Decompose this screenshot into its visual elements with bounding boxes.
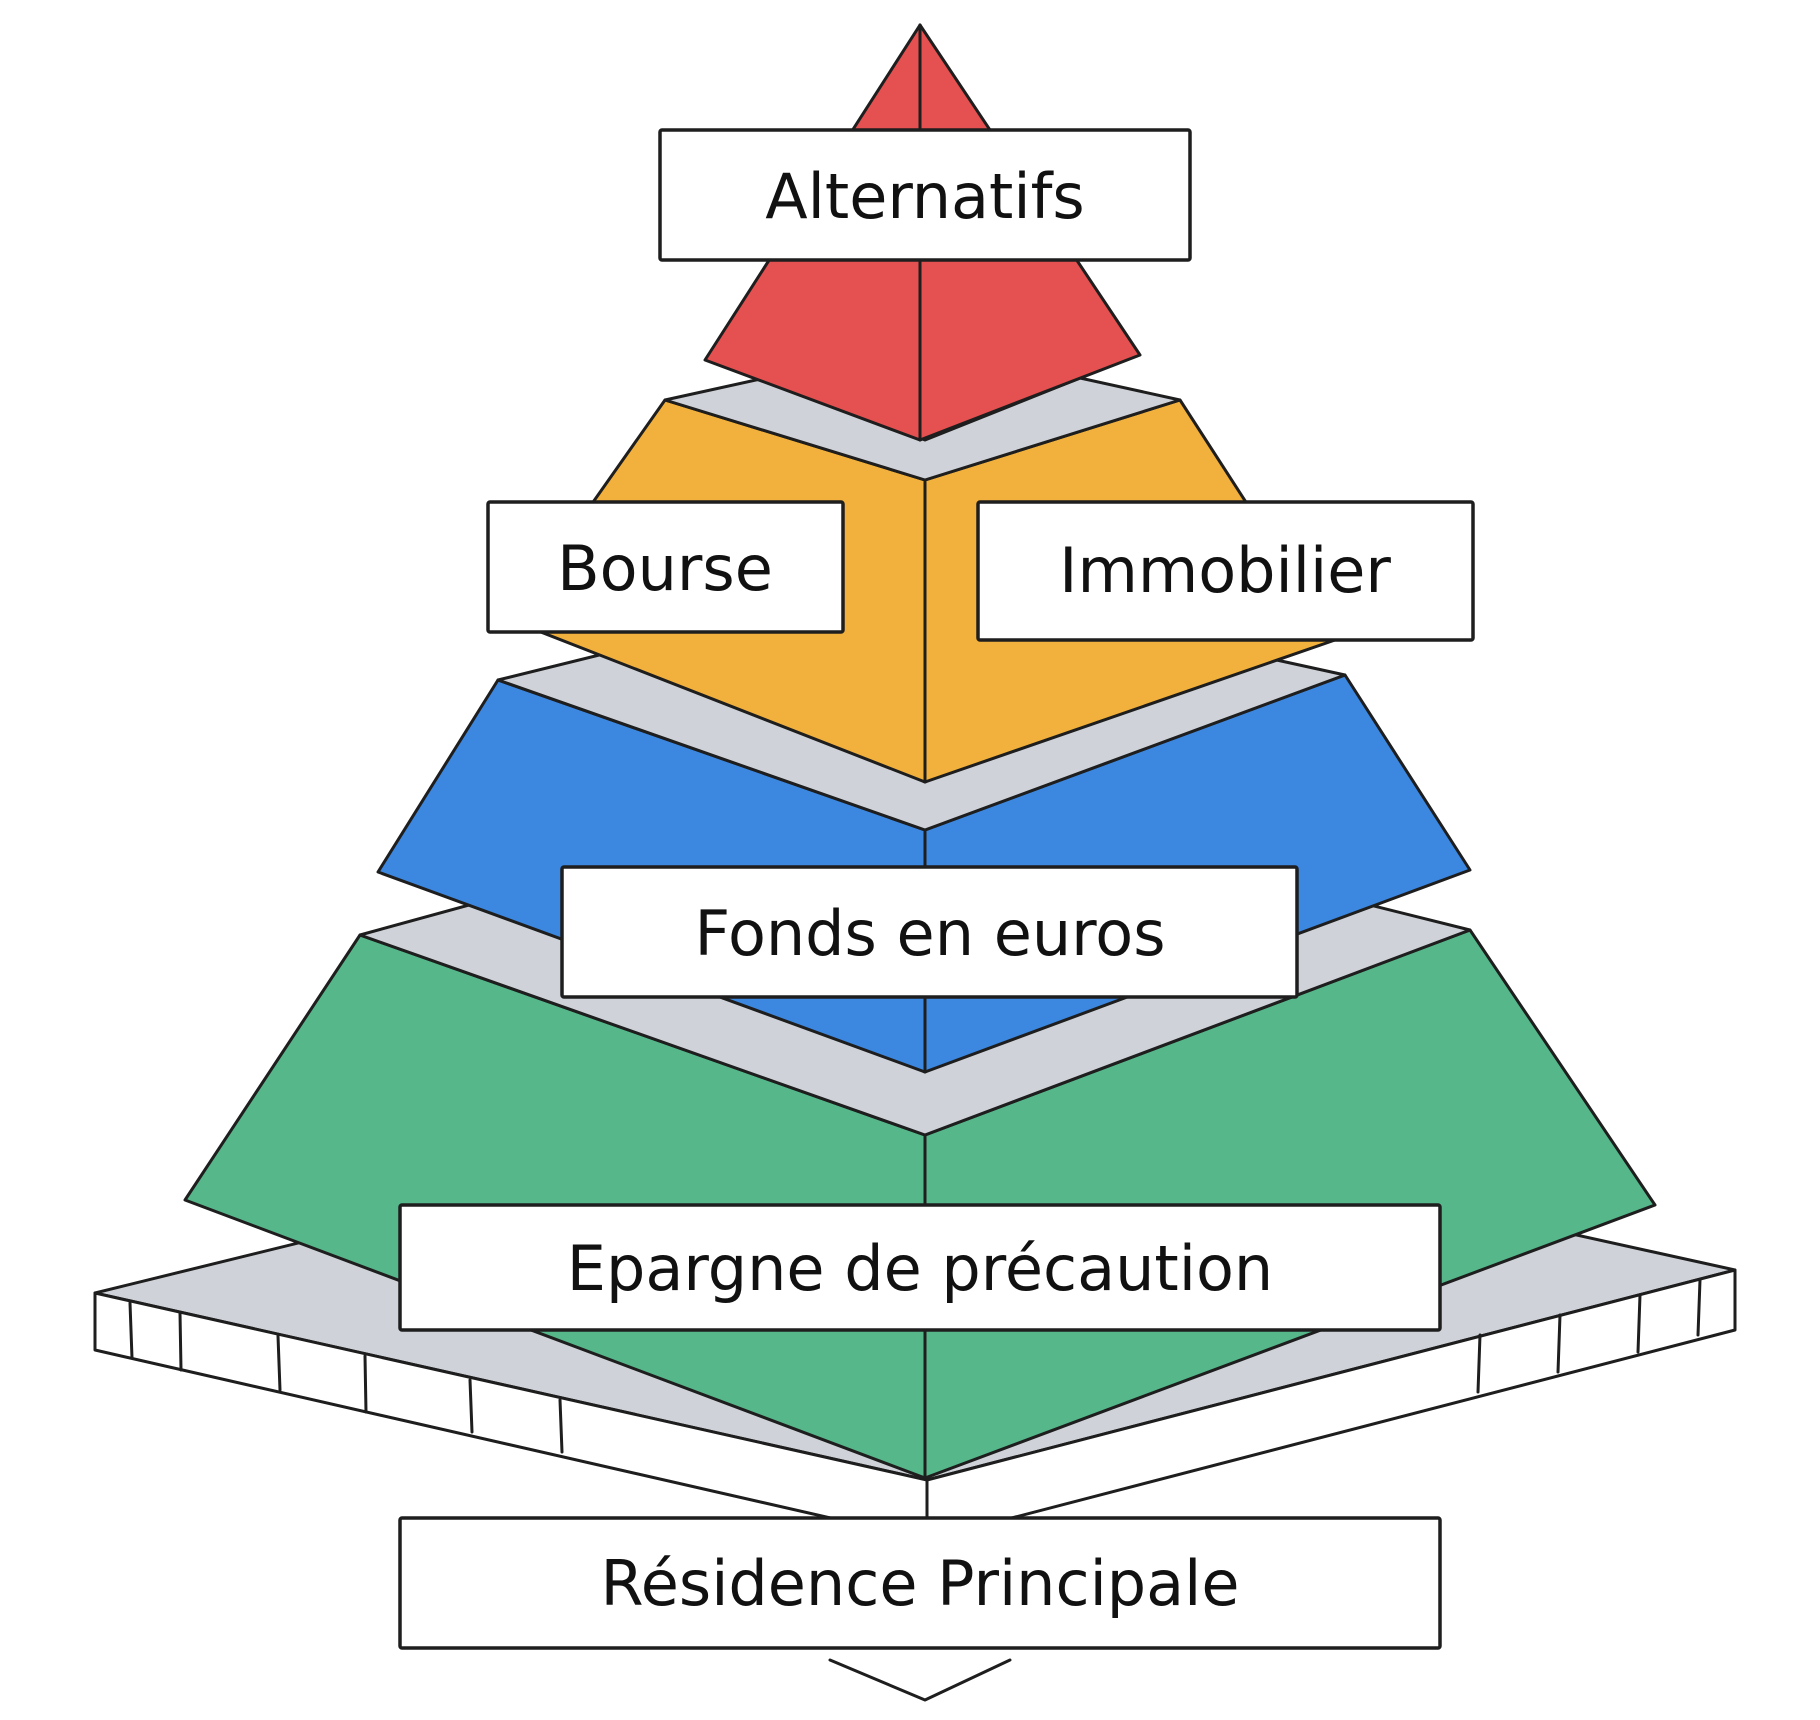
- label-bourse-text: Bourse: [557, 532, 773, 605]
- base-platform-bottom-tip: [828, 1658, 1012, 1702]
- label-fonds-text: Fonds en euros: [695, 897, 1166, 970]
- label-immobilier-text: Immobilier: [1059, 534, 1391, 607]
- label-epargne-text: Epargne de précaution: [567, 1232, 1273, 1305]
- label-fonds: Fonds en euros: [560, 865, 1299, 999]
- base-platform-posts: [128, 1278, 1702, 1542]
- label-residence-text: Résidence Principale: [600, 1547, 1239, 1620]
- label-residence: Résidence Principale: [398, 1516, 1442, 1650]
- label-immobilier: Immobilier: [976, 500, 1475, 642]
- label-bourse: Bourse: [486, 500, 845, 634]
- label-alternatifs: Alternatifs: [658, 128, 1192, 262]
- label-alternatifs-text: Alternatifs: [765, 160, 1084, 233]
- label-epargne: Epargne de précaution: [398, 1203, 1442, 1332]
